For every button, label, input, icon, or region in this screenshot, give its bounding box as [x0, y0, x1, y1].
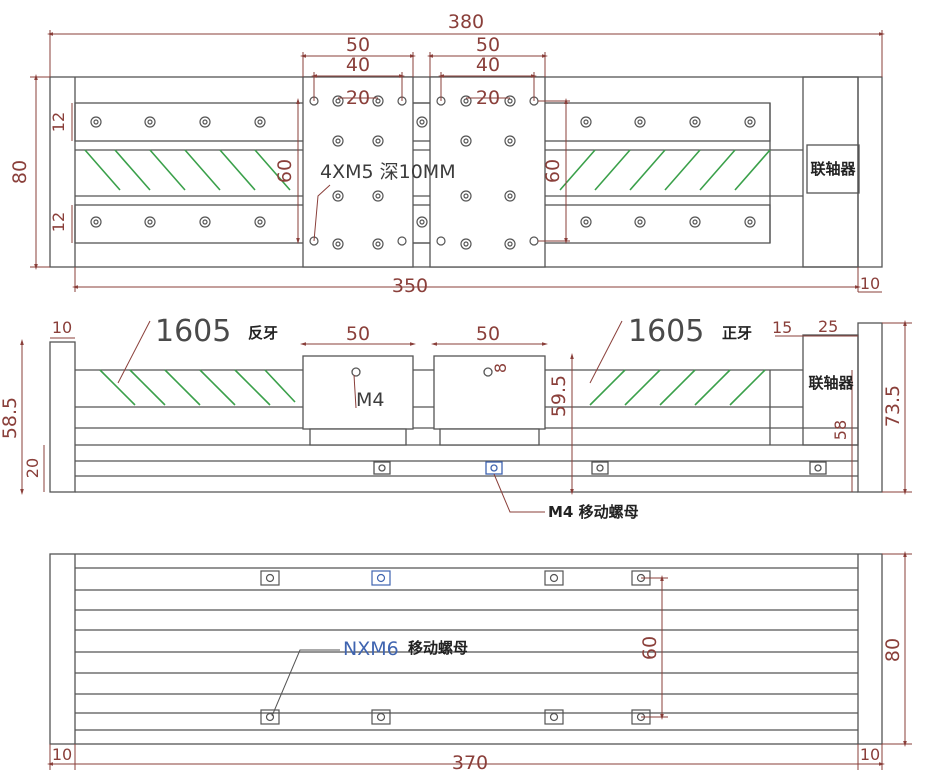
side-total-height-left: 58.5 — [0, 397, 21, 439]
bottom-overall-length: 370 — [452, 752, 488, 774]
bottom-frame — [49, 553, 883, 745]
top-slider-left-hole-span: 40 — [346, 54, 370, 76]
top-rail-offset-upper: 12 — [49, 112, 68, 132]
top-hole-vertical-right: 60 — [542, 159, 564, 183]
top-rail-offset-lower: 12 — [49, 212, 68, 232]
top-slider-left-hole-pitch: 20 — [346, 87, 370, 109]
top-dimension-lines — [30, 30, 885, 293]
side-coupling-height: 58 — [831, 420, 850, 440]
top-mount-holes-note: 4XM5 深10MM — [320, 161, 456, 183]
bottom-vertical-span: 60 — [639, 636, 661, 660]
side-screw-right-suffix: 正牙 — [722, 324, 752, 342]
top-rail-length: 350 — [392, 275, 428, 297]
side-coupling-label: 联轴器 — [808, 374, 854, 392]
top-overall-length: 380 — [448, 11, 484, 33]
bottom-view — [49, 553, 883, 745]
side-screw-left-suffix: 反牙 — [248, 324, 278, 342]
top-end-gap: 10 — [860, 274, 880, 293]
top-coupling-housing — [802, 76, 859, 268]
side-screw-thread — [99, 369, 766, 406]
top-slider-right-hole-span: 40 — [476, 54, 500, 76]
side-dim-15: 15 — [772, 318, 792, 337]
top-rail-holes — [90, 116, 756, 228]
top-slider-left-width: 50 — [346, 34, 370, 56]
top-slider-right-hole-pitch: 20 — [476, 87, 500, 109]
side-screw-left-label: 1605 — [155, 314, 231, 349]
bottom-nut-note-suffix: 移动螺母 — [408, 639, 468, 657]
side-end-plate-right — [857, 322, 883, 493]
top-screw-thread — [84, 149, 771, 191]
top-view — [49, 76, 883, 268]
side-slider-right-width: 50 — [476, 323, 500, 345]
top-coupling-label: 联轴器 — [810, 160, 856, 178]
side-coupling-box — [802, 334, 859, 446]
bottom-end-gap-left: 10 — [52, 745, 72, 764]
side-base-height: 20 — [23, 458, 42, 478]
side-slider-left-width: 50 — [346, 323, 370, 345]
side-slider-right — [433, 355, 546, 430]
top-height: 80 — [9, 160, 31, 184]
bottom-height: 80 — [882, 638, 904, 662]
side-screw-right-label: 1605 — [628, 314, 704, 349]
top-rail-upper — [74, 102, 771, 142]
side-small-mark: 8 — [491, 363, 510, 373]
bottom-nut-note-prefix: NXM6 — [343, 638, 399, 660]
top-view-labels: 380 80 12 12 50 40 20 50 40 20 60 60 4XM… — [9, 11, 880, 297]
top-coupling-box — [806, 144, 860, 194]
bottom-nut-slots — [260, 570, 651, 725]
side-dim-25: 25 — [818, 317, 838, 336]
side-end-gap-left: 10 — [52, 318, 72, 337]
side-view — [49, 322, 883, 493]
side-end-plate-left — [49, 341, 76, 493]
top-slider-right-width: 50 — [476, 34, 500, 56]
side-nut-note: M4 移动螺母 — [548, 503, 639, 521]
side-dimension-lines — [20, 320, 912, 513]
top-slider-holes — [309, 95, 539, 250]
top-hole-vertical-left: 60 — [274, 159, 296, 183]
side-view-labels: 10 1605 反牙 1605 正牙 15 25 50 50 M4 8 59.5… — [0, 314, 904, 521]
side-total-height-right: 73.5 — [882, 385, 904, 427]
top-slider-left — [302, 76, 414, 268]
bottom-dimension-lines — [47, 551, 912, 770]
side-slider-hole-label: M4 — [356, 389, 384, 411]
side-slider-height: 59.5 — [548, 375, 570, 417]
top-slider-right — [429, 76, 546, 268]
bottom-end-gap-right: 10 — [860, 745, 880, 764]
bottom-view-labels: NXM6 移动螺母 60 80 10 370 10 — [52, 636, 904, 774]
